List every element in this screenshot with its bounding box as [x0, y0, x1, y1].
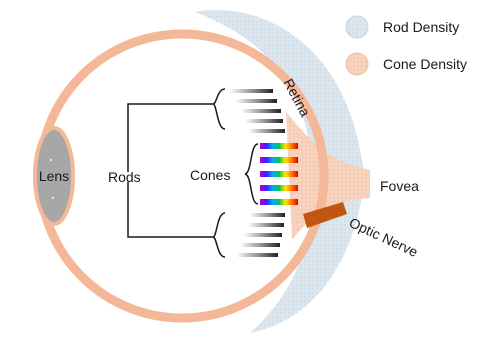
optic-nerve-label: Optic Nerve [347, 214, 421, 260]
lens-label: Lens [39, 168, 69, 184]
rods-upper-group [229, 89, 285, 133]
optic-nerve-shape [303, 202, 347, 228]
cones-bracket [244, 143, 259, 205]
rods-lower-group [236, 213, 285, 257]
rod-cell [248, 129, 285, 133]
legend: Rod Density Cone Density [345, 15, 467, 76]
rod-cell [248, 223, 284, 227]
rod-cell [244, 233, 282, 237]
cone-cell [260, 143, 298, 149]
rods-bracket [127, 88, 226, 258]
rod-cell [236, 253, 278, 257]
cones-group [260, 143, 298, 205]
rod-cell [241, 109, 281, 113]
legend-cone-density-label: Cone Density [383, 56, 467, 72]
rod-cell [229, 89, 273, 93]
cone-cell [260, 157, 298, 163]
rod-cell [245, 119, 283, 123]
fovea-label: Fovea [380, 178, 419, 194]
rod-cell [250, 213, 285, 217]
cones-label: Cones [190, 167, 230, 183]
rod-cell [235, 99, 277, 103]
legend-rod-density-label: Rod Density [383, 19, 459, 35]
rod-density-region [195, 10, 365, 333]
rod-cell [240, 243, 280, 247]
rod-density-swatch [345, 15, 369, 39]
rods-label: Rods [108, 169, 141, 185]
cone-cell [260, 185, 298, 191]
cone-cell [260, 171, 298, 177]
cone-density-swatch [345, 52, 369, 76]
lens-shape [33, 126, 75, 226]
cone-cell [260, 199, 298, 205]
